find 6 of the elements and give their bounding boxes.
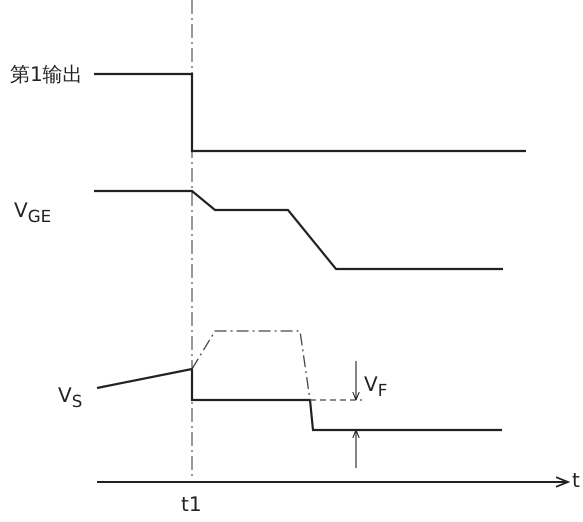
signal-label: 第1输出	[10, 62, 83, 86]
axis-label: t	[572, 468, 580, 492]
time-label: t1	[181, 492, 202, 516]
signal-label: V$_{S}$	[58, 383, 82, 413]
dimension-label: V$_{F}$	[364, 372, 388, 402]
signal-label: V$_{GE}$	[14, 198, 52, 228]
